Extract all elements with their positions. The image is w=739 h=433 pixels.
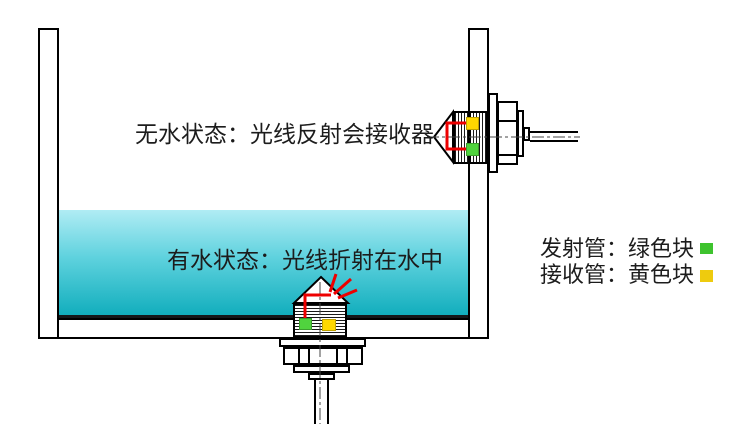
legend-emitter-label: 发射管：绿色块 [540, 236, 695, 261]
bottom-sensor-nut-facet [298, 349, 300, 363]
legend-emitter-swatch [700, 243, 713, 254]
bottom-sensor-hex-nut [283, 347, 363, 365]
right-wall-line-over-sensor [468, 111, 471, 164]
bottom-sensor-nut-facet [336, 349, 338, 363]
top-sensor-cable [530, 131, 578, 142]
top-sensor-prism-cone [432, 109, 454, 165]
bottom-sensor-step [293, 365, 350, 373]
with-water-state-label: 有水状态：光线折射在水中 [167, 248, 443, 273]
top-sensor-nut-facet [499, 154, 516, 156]
bottom-sensor-emitter-block [299, 318, 312, 330]
right-wall-line-over-sensor [486, 111, 489, 164]
top-sensor-emitter-block [466, 143, 479, 156]
bottom-sensor-nut-facet [346, 349, 348, 363]
bottom-sensor-flange [279, 338, 366, 347]
bottom-sensor-receiver-block [322, 319, 336, 331]
legend-receiver-swatch [700, 270, 713, 282]
water-body [59, 210, 468, 318]
bottom-sensor-cable [314, 380, 329, 424]
top-sensor-nut-facet [499, 120, 516, 122]
tank-right-wall [468, 28, 489, 339]
tank-bottom-wall [38, 318, 489, 339]
tank-left-wall [38, 28, 59, 339]
top-sensor-cable-gland [523, 127, 530, 141]
bottom-sensor-cable-gland [308, 373, 335, 380]
no-water-state-label: 无水状态：光线反射会接收器 [135, 122, 434, 147]
top-sensor-receiver-block [466, 117, 479, 130]
legend-receiver-label: 接收管：黄色块 [540, 262, 695, 287]
bottom-sensor-nut-facet [308, 349, 310, 363]
